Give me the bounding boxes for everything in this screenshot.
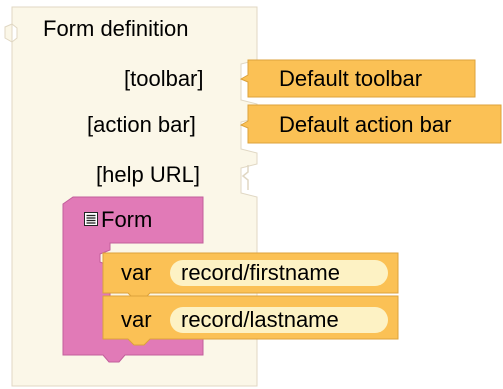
- action-bar-label: [action bar]: [87, 112, 196, 137]
- help-url-label: [help URL]: [96, 162, 200, 187]
- default-toolbar-block[interactable]: [239, 59, 476, 98]
- field-path-lastname: record/lastname: [181, 307, 339, 332]
- default-action-bar-text: Default action bar: [279, 112, 452, 137]
- toolbar-label: [toolbar]: [124, 66, 204, 91]
- form-definition-title: Form definition: [43, 16, 189, 41]
- field-path-firstname: record/firstname: [181, 260, 340, 285]
- field-keyword-lastname: var: [121, 307, 152, 332]
- default-toolbar-text: Default toolbar: [279, 66, 423, 91]
- output-connector: [4, 23, 13, 43]
- list-icon: [84, 212, 98, 226]
- help-url-socket[interactable]: [241, 165, 249, 190]
- field-keyword-firstname: var: [121, 260, 152, 285]
- default-action-bar-block[interactable]: [239, 104, 502, 144]
- field-path-pill-lastname[interactable]: [170, 307, 388, 333]
- form-label: Form: [101, 207, 153, 232]
- field-path-pill-firstname[interactable]: [170, 260, 388, 286]
